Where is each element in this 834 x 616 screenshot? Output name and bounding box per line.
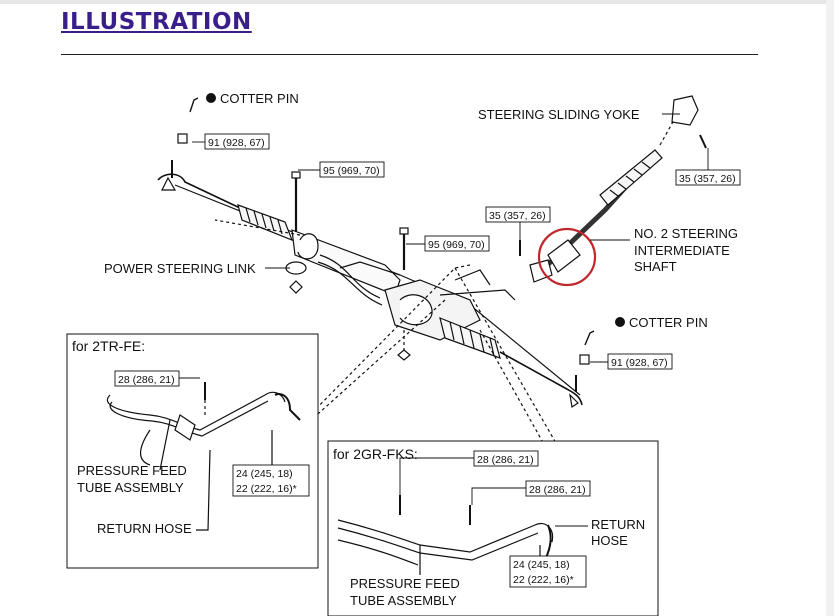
bullet-icon — [615, 317, 625, 327]
torque-spec: 35 (357, 26) — [489, 210, 546, 222]
label-power-steering-link: POWER STEERING LINK — [104, 261, 256, 276]
top-border — [0, 0, 834, 4]
label-pressure-feed-b2: TUBE ASSEMBLY — [350, 593, 457, 608]
torque-spec: 91 (928, 67) — [611, 357, 668, 369]
label-return-hose-b1: RETURN — [591, 517, 645, 532]
label-pressure-feed-2: TUBE ASSEMBLY — [77, 480, 184, 495]
torque-spec: 35 (357, 26) — [679, 173, 736, 185]
scrollbar-track[interactable] — [826, 0, 834, 616]
title-divider — [61, 54, 758, 55]
torque-spec: 28 (286, 21) — [529, 484, 586, 496]
label-cotter-pin-top: COTTER PIN — [220, 91, 299, 106]
label-intermediate-shaft-1: NO. 2 STEERING — [634, 226, 738, 241]
torque-spec: 24 (245, 18) — [236, 468, 293, 480]
label-return-hose-b2: HOSE — [591, 533, 628, 548]
label-intermediate-shaft-2: INTERMEDIATE — [634, 243, 730, 258]
torque-spec: 22 (222, 16)* — [513, 574, 574, 586]
inset-a-title: for 2TR-FE: — [72, 338, 145, 354]
highlight-circle — [537, 227, 597, 287]
label-cotter-pin-right: COTTER PIN — [629, 315, 708, 330]
torque-spec: 95 (969, 70) — [428, 239, 485, 251]
page-title[interactable]: ILLUSTRATION — [61, 9, 252, 35]
torque-spec: 95 (969, 70) — [323, 165, 380, 177]
label-return-hose: RETURN HOSE — [97, 521, 192, 536]
inset-2gr-fks — [327, 440, 659, 616]
bullet-icon — [206, 93, 216, 103]
torque-spec: 28 (286, 21) — [477, 454, 534, 466]
torque-spec: 91 (928, 67) — [208, 137, 265, 149]
label-pressure-feed-b1: PRESSURE FEED — [350, 576, 460, 591]
inset-b-title: for 2GR-FKS: — [333, 446, 418, 462]
inset-2tr-fe — [66, 333, 319, 569]
label-intermediate-shaft-3: SHAFT — [634, 259, 677, 274]
torque-spec: 28 (286, 21) — [118, 374, 175, 386]
torque-spec: 24 (245, 18) — [513, 559, 570, 571]
label-steering-sliding-yoke: STEERING SLIDING YOKE — [478, 107, 640, 122]
torque-spec: 22 (222, 16)* — [236, 483, 297, 495]
label-pressure-feed-1: PRESSURE FEED — [77, 463, 187, 478]
